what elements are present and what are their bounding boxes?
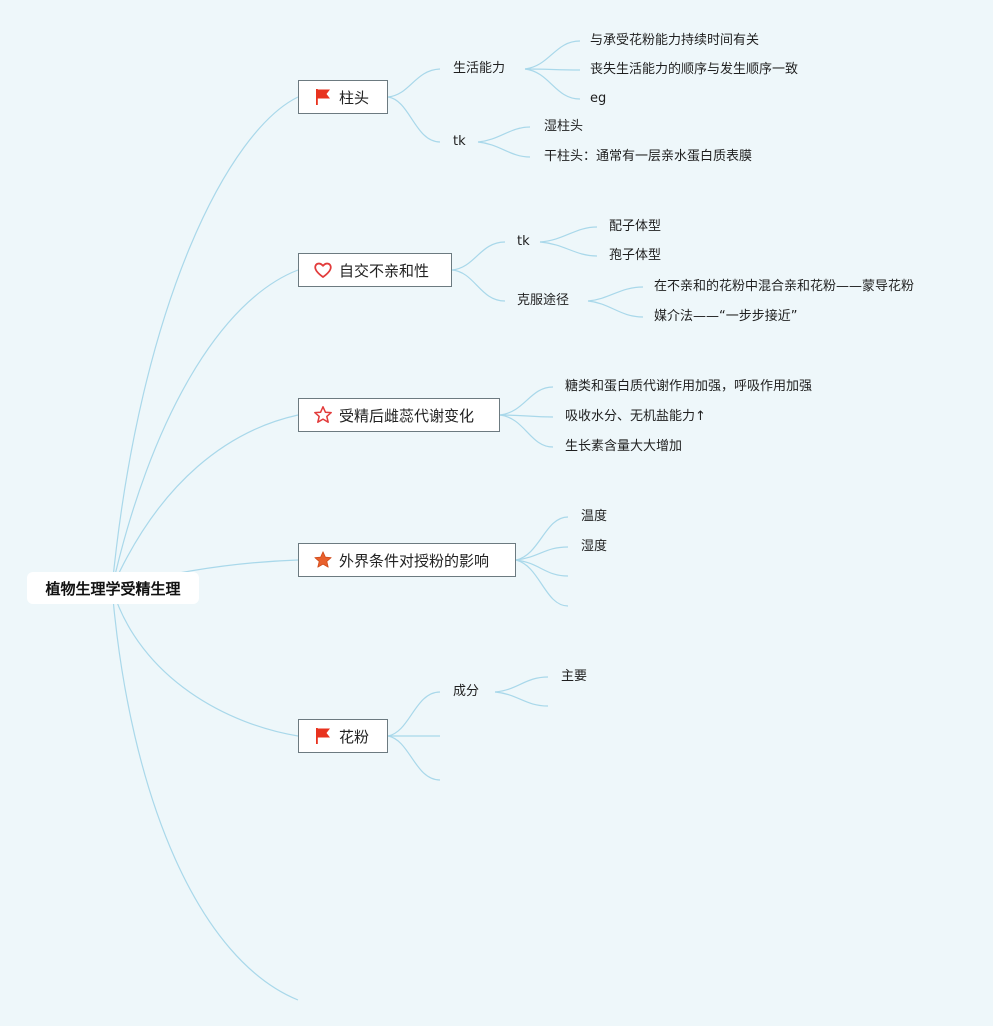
leaf-label[interactable]: 在不亲和的花粉中混合亲和花粉——蒙导花粉 xyxy=(654,279,915,294)
subtopic-label[interactable]: 成分 xyxy=(453,684,480,699)
connector xyxy=(477,126,531,143)
subtopic-label[interactable]: tk xyxy=(453,134,466,149)
leaf-label[interactable]: 糖类和蛋白质代谢作用加强，呼吸作用加强 xyxy=(565,379,813,394)
topic-pistil-metabolism[interactable]: 受精后雌蕊代谢变化 xyxy=(298,398,500,432)
connector xyxy=(451,241,506,271)
leaf-label[interactable]: 孢子体型 xyxy=(609,248,662,263)
topic-label: 柱头 xyxy=(339,88,370,107)
leaf-label[interactable]: 配子体型 xyxy=(609,219,662,234)
connector xyxy=(111,414,299,589)
leaf-label[interactable]: 湿柱头 xyxy=(544,119,584,134)
leaf-label[interactable]: 干柱头：通常有一层亲水蛋白质表膜 xyxy=(544,149,753,164)
connector xyxy=(387,68,441,98)
heart-outline-icon xyxy=(313,260,333,280)
topic-label: 外界条件对授粉的影响 xyxy=(339,551,490,570)
leaf-label[interactable]: 主要 xyxy=(561,669,588,684)
connector xyxy=(524,68,581,71)
connector xyxy=(587,300,644,318)
connector xyxy=(111,587,299,1001)
leaf-label[interactable]: 温度 xyxy=(581,509,608,524)
topic-label: 受精后雌蕊代谢变化 xyxy=(339,406,475,425)
red-flag-icon xyxy=(313,726,333,746)
connector xyxy=(539,241,598,257)
connector xyxy=(494,676,549,693)
leaf-label[interactable]: 媒介法——“一步步接近” xyxy=(654,309,798,324)
connector xyxy=(111,96,299,589)
leaf-label[interactable]: 吸收水分、无机盐能力↑ xyxy=(565,409,706,424)
topic-label: 花粉 xyxy=(339,727,370,746)
orange-star-icon xyxy=(313,550,333,570)
connector xyxy=(111,587,299,737)
connector xyxy=(111,269,299,589)
connector xyxy=(515,559,569,577)
connector xyxy=(499,414,554,448)
leaf-label[interactable]: eg xyxy=(590,91,607,106)
topic-stigma[interactable]: 柱头 xyxy=(298,80,388,114)
star-outline-icon xyxy=(313,405,333,425)
subtopic-label[interactable]: 生活能力 xyxy=(453,61,506,76)
leaf-label[interactable]: 生长素含量大大增加 xyxy=(565,439,683,454)
leaf-label[interactable]: 湿度 xyxy=(581,539,608,554)
red-flag-icon xyxy=(313,87,333,107)
root-topic[interactable]: 植物生理学受精生理 xyxy=(27,572,199,604)
leaf-label[interactable]: 丧失生活能力的顺序与发生顺序一致 xyxy=(590,62,799,77)
leaf-label[interactable]: 与承受花粉能力持续时间有关 xyxy=(590,33,760,48)
topic-pollen[interactable]: 花粉 xyxy=(298,719,388,753)
connector xyxy=(524,68,581,100)
topic-label: 自交不亲和性 xyxy=(339,261,430,280)
connector xyxy=(515,516,569,561)
connector xyxy=(587,286,644,302)
connector xyxy=(524,40,581,70)
connector xyxy=(515,559,569,607)
connector xyxy=(387,735,441,781)
connector xyxy=(494,691,549,707)
connector xyxy=(477,141,531,158)
topic-self-incompatibility[interactable]: 自交不亲和性 xyxy=(298,253,452,287)
connector xyxy=(515,546,569,561)
connector xyxy=(387,96,441,143)
connector xyxy=(499,414,554,418)
connector xyxy=(451,269,506,302)
connector xyxy=(539,226,598,243)
connector xyxy=(387,691,441,737)
subtopic-label[interactable]: tk xyxy=(517,234,530,249)
connector xyxy=(499,386,554,416)
subtopic-label[interactable]: 克服途径 xyxy=(517,293,570,308)
topic-external-conditions[interactable]: 外界条件对授粉的影响 xyxy=(298,543,516,577)
